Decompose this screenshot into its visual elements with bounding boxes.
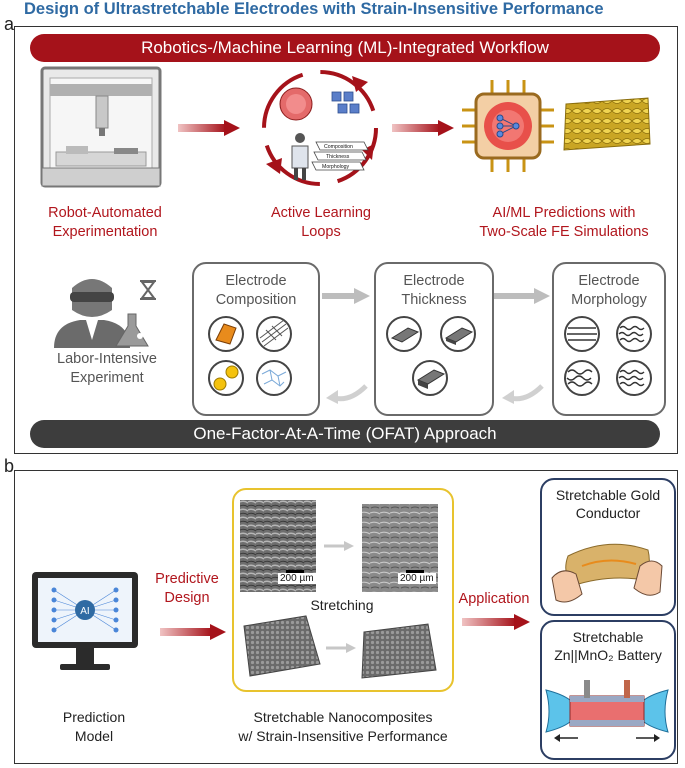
nano-caption-line2: w/ Strain-Insensitive Performance [238,728,448,744]
battery-line1: Stretchable [572,629,644,645]
return-arrow-right [502,384,544,404]
thickness-line2: Thickness [401,292,467,308]
composition-line2: Composition [215,292,297,308]
gold-line2: Conductor [575,505,641,521]
loop-caption: Active Learning Loops [236,204,406,242]
layer-thickness: Thickness [326,154,350,160]
morphology-line2: Morphology [571,292,647,308]
model-caption-line1: Prediction [62,709,126,725]
composition-icons [208,316,292,396]
layer-composition: Composition [324,144,353,150]
morphology-icons [564,316,652,396]
nanocomposite-box [232,488,454,692]
return-arrow-left [326,384,368,404]
ai-caption-line2: Two-Scale FE Simulations [479,224,649,240]
robot-caption-line1: Robot-Automated [48,205,162,221]
sem-images [240,500,438,679]
model-caption-line2: Model [74,728,114,744]
nano-caption-line1: Stretchable Nanocomposites [253,709,433,725]
fe-simulation-lattice [563,97,651,151]
arrow-robot-to-loop [178,120,240,136]
thickness-icons [386,316,476,396]
ai-caption: AI/ML Predictions with Two-Scale FE Simu… [464,204,664,242]
layer-morphology: Morphology [322,164,350,170]
composition-line1: Electrode [225,273,287,289]
predictive-design-label: Predictive Design [146,570,228,608]
gold-line1: Stretchable Gold [555,487,661,503]
robot-caption: Robot-Automated Experimentation [20,204,190,242]
arrow-model-to-nano [160,624,226,640]
active-learning-loop-illustration: Composition Thickness Morphology [262,70,378,186]
scale-bar-2: 200 µm [398,570,436,584]
battery-box: Stretchable Zn||MnO₂ Battery [540,620,676,760]
labor-caption: Labor-Intensive Experiment [22,350,192,388]
monitor-ai-text: AI [80,606,89,617]
ofat-bar: One-Factor-At-A-Time (OFAT) Approach [30,420,660,448]
ai-caption-line1: AI/ML Predictions with [492,205,636,221]
scientist-illustration [54,279,156,348]
prediction-model-monitor: AI [32,572,138,670]
stretching-label: Stretching [310,597,374,613]
workflow-bar: Robotics-/Machine Learning (ML)-Integrat… [30,34,660,62]
application-label: Application [458,591,530,607]
ai-chip-icon [462,80,554,172]
gold-conductor-illustration [551,543,663,603]
morphology-line1: Electrode [578,273,640,289]
arrow-loop-to-ai [392,120,454,136]
panel-a-label: a [4,14,15,34]
scale-bar-2-label: 200 µm [398,573,436,584]
robot-caption-line2: Experimentation [52,224,158,240]
arrow-thickness-to-morphology [494,288,550,304]
panel-b-label: b [4,456,15,476]
predictive-line1: Predictive [155,571,219,587]
scale-bar-1-label: 200 µm [278,573,316,584]
prediction-model-caption: Prediction Model [24,708,164,746]
arrow-composition-to-thickness [322,288,370,304]
predictive-line2: Design [164,590,210,606]
labor-caption-line2: Experiment [70,370,144,386]
labor-caption-line1: Labor-Intensive [57,351,157,367]
loop-caption-line2: Loops [301,224,341,240]
robot-illustration [40,66,162,188]
loop-caption-line1: Active Learning [271,205,371,221]
battery-illustration [545,680,669,742]
battery-line2: Zn||MnO₂ Battery [554,647,662,663]
arrow-nano-to-application [462,614,530,630]
figure-title: Design of Ultrastretchable Electrodes wi… [24,0,604,18]
nanocomposite-caption: Stretchable Nanocomposites w/ Strain-Ins… [228,708,458,746]
scale-bar-1: 200 µm [278,570,316,584]
thickness-line1: Electrode [403,273,465,289]
